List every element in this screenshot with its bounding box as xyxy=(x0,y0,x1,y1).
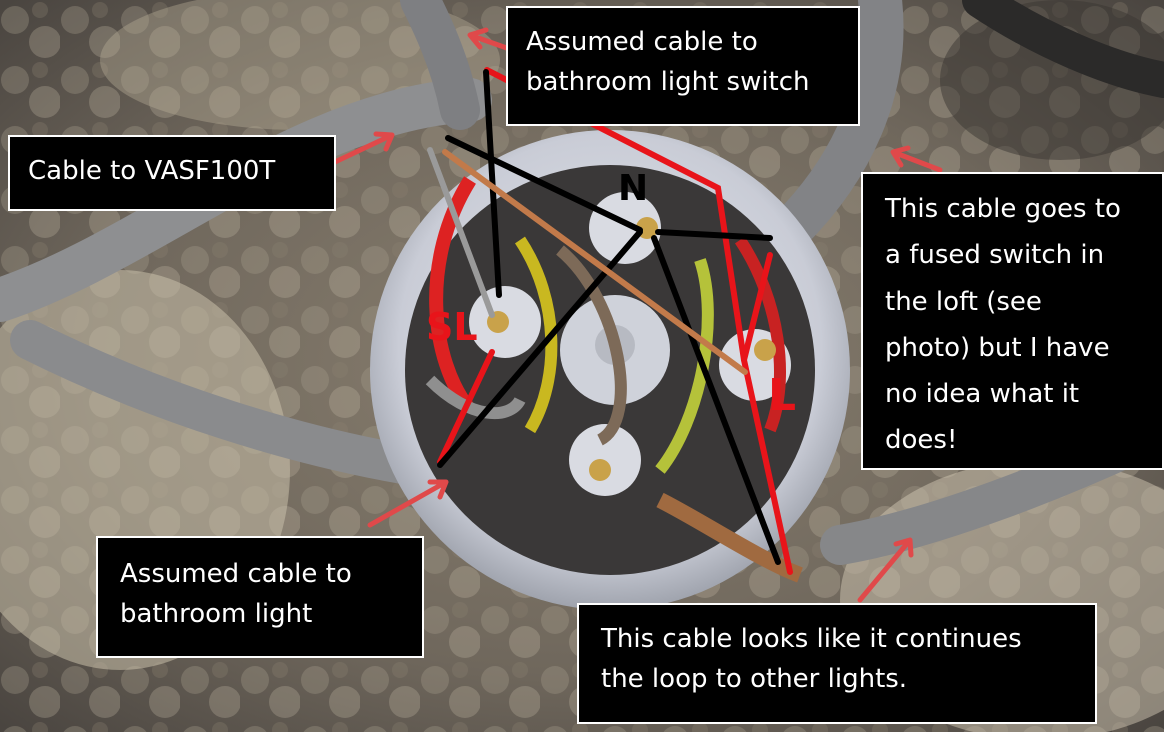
live-terminal-label: L xyxy=(768,370,797,421)
callout-line: This cable goes to xyxy=(885,194,1121,224)
neutral-terminal-label: N xyxy=(618,168,649,209)
live-wire-red xyxy=(741,252,773,363)
callout-light-cable: Assumed cable to bathroom light xyxy=(96,536,424,658)
callout-line: Assumed cable to xyxy=(120,559,352,589)
callout-line: bathroom light xyxy=(120,599,313,630)
neutral-wire-black xyxy=(445,135,643,233)
switched-live-wire-red xyxy=(437,349,495,465)
callout-line: Assumed cable to xyxy=(526,27,758,57)
callout-line: Cable to VASF100T xyxy=(28,156,276,186)
arrow-to-light-cable xyxy=(367,479,449,528)
arrow-to-fused-cable xyxy=(890,145,943,173)
switched-live-terminal-label: SL xyxy=(426,305,478,349)
neutral-wire-black xyxy=(655,229,773,241)
arrow-to-loop-cable xyxy=(857,537,914,603)
callout-loop-cable: This cable looks like it continues the l… xyxy=(577,603,1097,724)
callout-line: the loft (see xyxy=(885,286,1042,317)
callout-arrows xyxy=(315,27,943,603)
callout-line: bathroom light switch xyxy=(526,67,810,98)
grey-wire xyxy=(427,147,495,318)
callout-line: no idea what it xyxy=(885,379,1080,410)
callout-line: the loop to other lights. xyxy=(601,664,908,695)
callout-vasf-cable: Cable to VASF100T xyxy=(8,135,336,211)
callout-line: does! xyxy=(885,425,958,456)
callout-fused-cable: This cable goes to a fused switch in the… xyxy=(861,172,1164,470)
callout-line: photo) but I have xyxy=(885,332,1110,363)
callout-line: a fused switch in xyxy=(885,240,1105,271)
callout-switch-cable: Assumed cable to bathroom light switch xyxy=(506,6,860,126)
callout-line: This cable looks like it continues xyxy=(601,624,1022,654)
brown-wire xyxy=(442,149,748,375)
live-wire-red xyxy=(484,67,793,575)
annotation-wires xyxy=(427,67,793,575)
neutral-wire-black xyxy=(651,235,781,565)
